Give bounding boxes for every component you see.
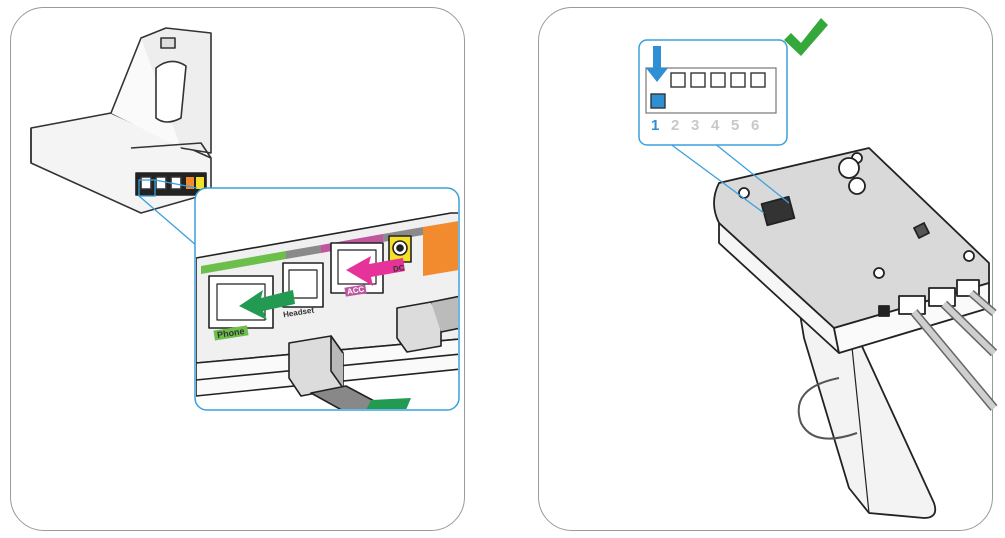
detail-callout-lines [138, 179, 198, 247]
switch-number-3: 3 [691, 117, 700, 134]
dip-switches [650, 72, 766, 109]
dip-switch-illustration [638, 18, 998, 519]
left-illustration-panel: Phone Headset ACC DC [10, 7, 465, 531]
dip-switch-5 [730, 72, 746, 88]
dip-switch-numbers: 1 2 3 4 5 6 [648, 117, 776, 137]
switch-number-6: 6 [751, 117, 760, 134]
rj-plug-front [288, 335, 392, 409]
switch-number-5: 5 [731, 117, 740, 134]
dip-switch-2 [670, 72, 686, 88]
dip-switch-3 [690, 72, 706, 88]
checkmark-icon [784, 18, 828, 56]
port-detail-frame [194, 187, 460, 411]
switch-number-2: 2 [671, 117, 680, 134]
switch-callout-lines [668, 142, 790, 214]
dip-switch-6 [750, 72, 766, 88]
dip-switch-4 [710, 72, 726, 88]
green-arrow-icon [239, 290, 295, 320]
dip-switch-1-on [650, 93, 666, 109]
switch-number-1: 1 [651, 117, 660, 134]
magenta-arrow-icon [346, 256, 405, 286]
rj-plug-back [396, 293, 458, 353]
switch-number-4: 4 [711, 117, 720, 134]
dc-port-label: DC [392, 263, 406, 274]
base-station-underside-drawing [713, 147, 998, 519]
down-arrow-icon [646, 46, 668, 82]
base-station-connection-illustration [30, 27, 460, 411]
right-illustration-panel: 1 2 3 4 5 6 [538, 7, 998, 531]
